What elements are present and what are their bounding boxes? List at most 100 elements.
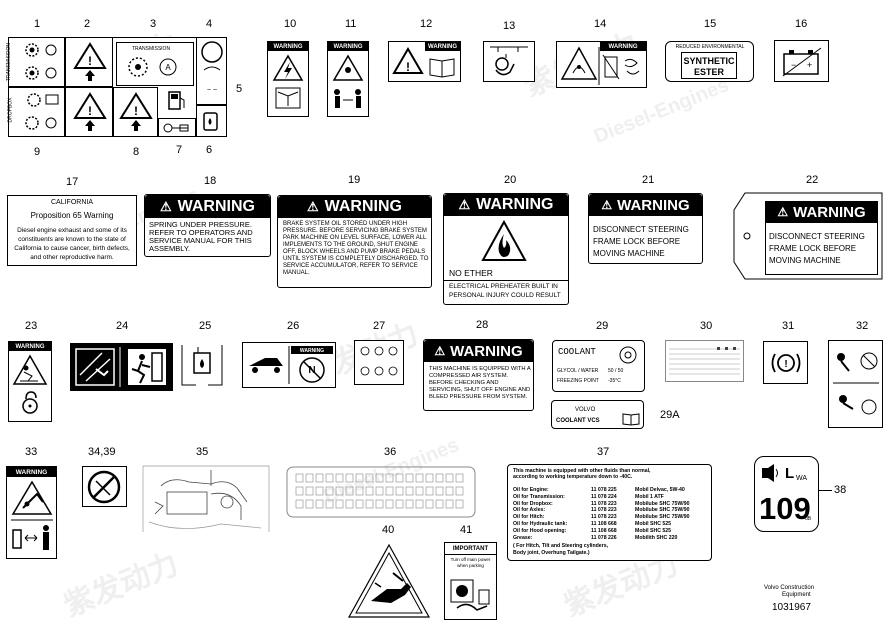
svg-text:!: ! [88,54,92,68]
gear-icon: A [128,57,177,77]
footer-doc-number: 1031967 [772,602,811,613]
callout-38: 38 [834,484,847,496]
decal-38-unit: dB [805,516,812,522]
decal-19-header: ⚠ WARNING [278,196,431,218]
fluid-label: Oil for Axles: [513,507,546,514]
decal-27 [354,340,404,385]
decal-21-header: ⚠ WARNING [589,194,702,216]
fluid-part-number: 11 078 223 [591,500,617,507]
fluid-product: Mobil SHC 525 [635,527,672,534]
callout-10: 10 [284,18,297,30]
callout-8: 8 [133,146,140,158]
fluid-label: Oil for Hitch: [513,514,545,521]
callout-20: 20 [504,174,517,186]
decal-21-line2: FRAME LOCK BEFORE [593,237,681,246]
fluid-label: Oil for Hydraulic tank: [513,521,568,527]
svg-text:−: − [791,60,796,70]
callout-16: 16 [795,18,808,30]
decal-22-header-text: WARNING [793,203,866,221]
decal-29-title: COOLANT [558,347,596,357]
crush-hazard-icon [332,54,364,108]
callout-27: 27 [373,320,386,332]
divider [444,554,497,555]
decal-41-line1: Turn off main power [450,557,491,562]
key-icon [163,123,189,133]
flame-icon [481,219,527,261]
decal-29-row1-value: 50 / 50 [608,368,624,374]
decal-17-title: CALIFORNIA [50,199,93,206]
svg-text:A: A [165,63,171,72]
fluid-part-number: 11 078 225 [591,487,617,493]
callout-26: 26 [287,320,300,332]
svg-text:!: ! [406,60,410,74]
decal-37-intro2: according to working temperature down to… [513,474,633,480]
decal-31 [763,341,808,384]
callout-31: 31 [782,320,795,332]
control-lever-icon [833,352,879,415]
decal-33-header: WARNING [7,467,56,477]
emergency-exit-icon [75,347,166,387]
svg-text:~ ~: ~ ~ [207,87,217,94]
warning-triangle-icon: ⚠ [434,344,446,358]
svg-text:!: ! [134,104,138,118]
hand-crush-icon [347,543,431,618]
crush-hazard-icon [11,480,53,550]
electrical-hazard-icon [272,54,304,109]
callout-37: 37 [597,446,610,458]
battery-icon: − + [782,47,822,77]
callout-9: 9 [34,146,41,158]
decal-20-header-text: WARNING [476,196,554,213]
callout-2: 2 [84,18,91,30]
decal-37-intro1: This machine is equipped with other flui… [513,468,651,474]
decal-17-subtitle: Proposition 65 Warning [30,211,114,220]
decal-18-header-text: WARNING [177,197,255,215]
engine-oil-icon: ~ ~ [201,41,223,94]
callout-33: 33 [25,446,38,458]
fluid-product: Mobilube SHC 75W/90 [635,500,690,507]
svg-text:+: + [807,60,812,70]
towing-restriction-icon: WARNING N [249,346,333,384]
callout-3: 3 [150,18,157,30]
decal-29a-line1: VOLVO [575,407,596,413]
callout-32: 32 [856,320,869,332]
fluid-label: Oil for Dropbox: [513,500,553,507]
gauge-cluster-icon [360,346,398,376]
slip-hazard-icon [12,354,48,414]
svg-text:N: N [308,365,315,376]
decal-3-label: TRANSMISSION [132,46,171,52]
decal-28-header: ⚠ WARNING [424,340,533,362]
callout-22: 22 [806,174,819,186]
sound-power-icon [762,464,778,482]
callout-41: 41 [460,524,473,536]
fluid-part-number: 11 108 668 [591,521,617,527]
callout-30: 30 [700,320,713,332]
decal-17 [7,195,137,266]
callout-19: 19 [348,174,361,186]
callout-35: 35 [196,446,209,458]
fluid-product: Mobilith SHC 220 [635,534,678,541]
decal-16 [774,40,829,82]
fluid-part-number: 11 078 223 [591,507,617,514]
decal-41-line2: when parking [457,563,484,568]
decal-22-header: ⚠ WARNING [765,201,878,223]
callout-40: 40 [382,524,395,536]
fluid-label: Oil for Hood opening: [513,527,567,534]
brake-warning-icon: ! [771,353,801,373]
callout-1: 1 [34,18,41,30]
hook-lift-icon [490,46,528,76]
hot-fluid-hazard-icon [560,46,640,85]
warning-triangle-icon: ⚠ [458,197,471,212]
callout-29a: 29A [660,409,680,421]
callout-12: 12 [420,18,433,30]
decal-19-header-text: WARNING [324,198,402,215]
decal-20-line2: ELECTRICAL PREHEATER BUILT IN [449,283,558,290]
warning-triangle-icon: ! [73,92,107,131]
decal-15-inner [681,52,737,79]
decal-20-line3: PERSONAL INJURY COULD RESULT [449,292,561,299]
decal-15-line2: ESTER [693,67,724,77]
callout-29: 29 [596,320,609,332]
decal-37-footer1: ( For Hitch, Tilt and Steering cylinders… [513,543,609,549]
